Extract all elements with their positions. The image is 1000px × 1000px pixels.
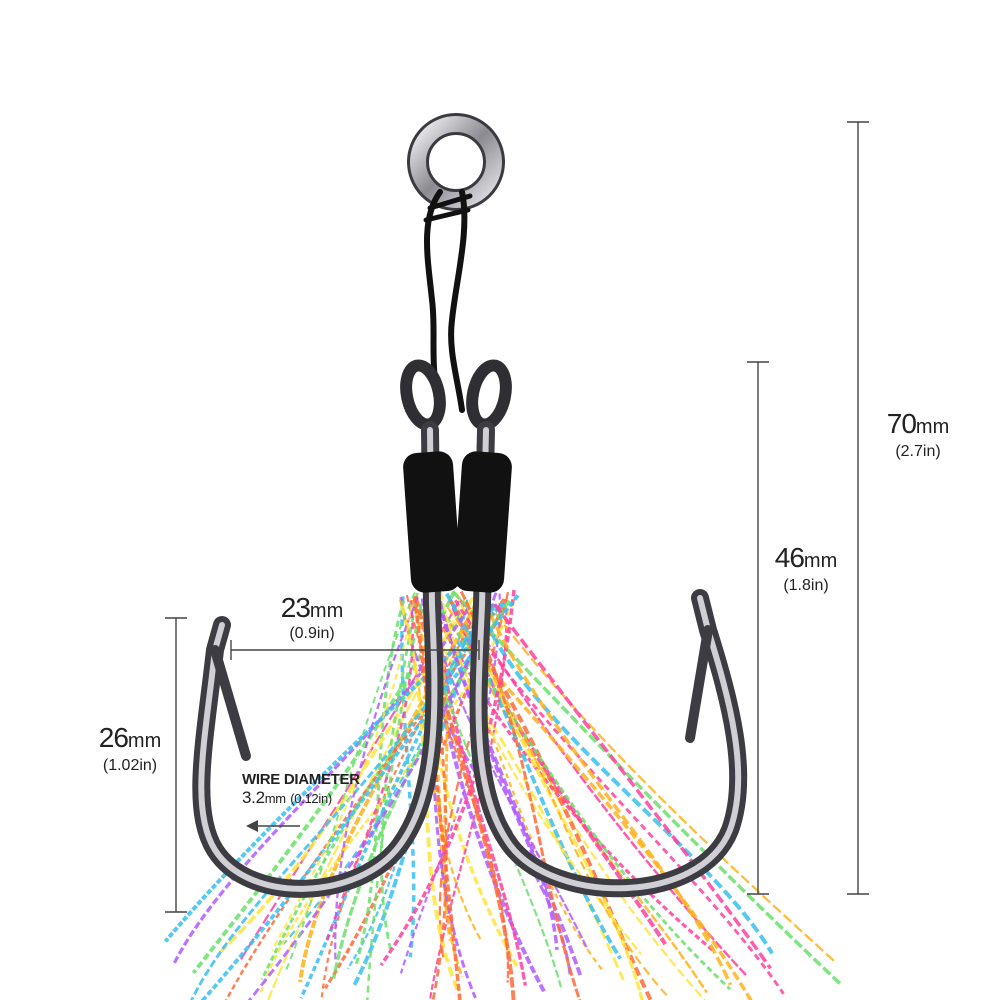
tinsel-strand xyxy=(453,599,785,995)
total-length-value: 70 xyxy=(886,408,917,439)
tinsel-strand xyxy=(379,589,516,967)
total-length-unit: mm xyxy=(915,416,950,438)
tinsel-strand xyxy=(271,604,413,952)
wire-diameter-value: 3.2 xyxy=(242,787,265,807)
point-length-imperial: (1.02in) xyxy=(102,757,158,774)
gap-width-value: 23 xyxy=(280,592,311,623)
tinsel-strand xyxy=(438,591,510,959)
assist-cord-icon xyxy=(423,189,473,413)
total-length-imperial: (2.7in) xyxy=(895,443,941,460)
gap-width-unit: mm xyxy=(309,600,344,622)
tinsel-strand xyxy=(451,590,843,986)
tinsel-strand xyxy=(163,601,506,943)
tinsel-strand xyxy=(190,601,484,1000)
point-length-label: 26mm (1.02in) xyxy=(80,724,180,774)
tinsel-strand xyxy=(413,607,625,981)
gap-width-imperial: (0.9in) xyxy=(289,625,335,642)
tinsel-strand xyxy=(493,603,772,970)
split-ring-icon xyxy=(407,113,505,211)
tinsel-strand xyxy=(439,591,642,955)
tinsel-strand xyxy=(334,596,419,960)
tinsel-strand xyxy=(353,600,405,969)
tinsel-strand xyxy=(399,593,501,974)
point-length-unit: mm xyxy=(127,730,162,752)
tinsel-strand xyxy=(284,591,416,973)
tinsel-strand xyxy=(398,599,482,941)
tinsel-strand xyxy=(325,600,414,941)
tinsel-strand xyxy=(282,599,469,945)
total-length-label: 70mm (2.7in) xyxy=(868,410,968,460)
tinsel-strand xyxy=(446,606,669,998)
tinsel-strand xyxy=(299,602,496,999)
shank-length-value: 46 xyxy=(774,542,805,573)
dimension-lines xyxy=(165,121,869,913)
tinsel-strand xyxy=(412,595,462,1000)
tinsel-strand xyxy=(445,592,622,960)
shank-length-unit: mm xyxy=(803,550,838,572)
point-length-value: 26 xyxy=(98,722,129,753)
arrow-left-icon xyxy=(246,820,300,832)
shank-length-label: 46mm (1.8in) xyxy=(756,544,856,594)
tinsel-strand xyxy=(434,590,583,976)
shank-length-imperial: (1.8in) xyxy=(783,577,829,594)
wire-diameter-unit: mm xyxy=(264,790,286,806)
tinsel-strand xyxy=(320,606,481,1000)
wire-diameter-title: WIRE DIAMETER xyxy=(242,771,360,788)
wire-diameter-label: WIRE DIAMETER 3.2mm (0.12in) xyxy=(242,771,360,807)
tinsel-strand xyxy=(482,600,733,986)
tinsel-strand xyxy=(485,601,837,963)
tinsel-strand xyxy=(411,599,452,941)
gap-width-label: 23mm (0.9in) xyxy=(262,594,362,642)
double-assist-hook-icon xyxy=(192,359,748,898)
wire-diameter-imperial: (0.12in) xyxy=(290,790,332,806)
